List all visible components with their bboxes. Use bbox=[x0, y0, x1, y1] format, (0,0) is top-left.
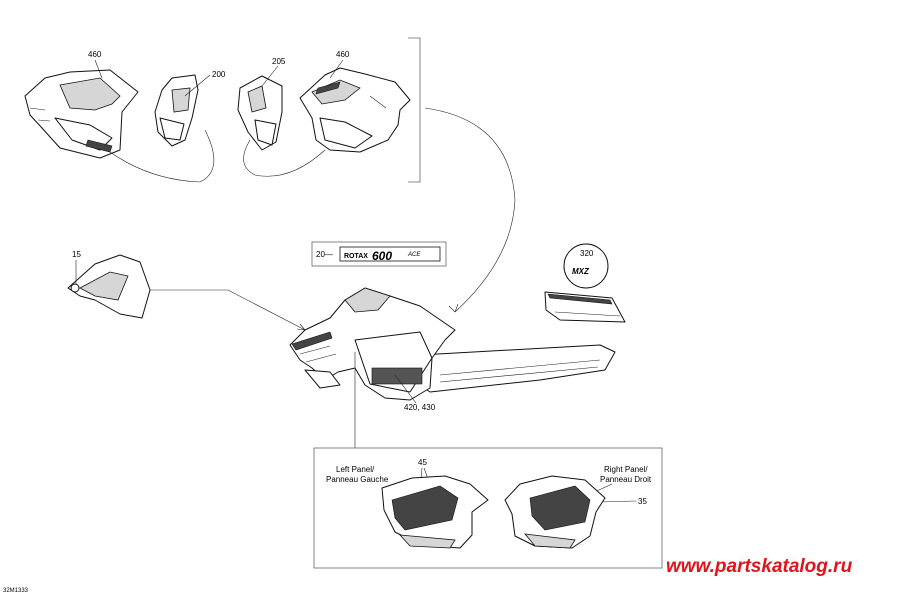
tunnel-section-320 bbox=[544, 291, 626, 323]
callout-45: 45 bbox=[418, 458, 427, 467]
rotax-decal-20: ROTAX 600 ACE bbox=[339, 246, 441, 263]
leader-nose-to-sled bbox=[150, 289, 306, 331]
rotax-decal-number: 600 bbox=[372, 249, 392, 263]
right-panel-35 bbox=[504, 475, 606, 549]
front-nose-15 bbox=[67, 254, 151, 319]
link-curve-right bbox=[243, 139, 326, 177]
upper-panel-200 bbox=[154, 74, 199, 147]
upper-panel-205 bbox=[237, 75, 283, 151]
callout-205: 205 bbox=[272, 57, 286, 66]
rotax-decal-text: ROTAX bbox=[344, 253, 368, 260]
callout-200: 200 bbox=[212, 70, 226, 79]
mxz-decal-text: MXZ bbox=[572, 267, 590, 276]
callout-35: 35 bbox=[638, 497, 647, 506]
left-panel-label-line2: Panneau Gauche bbox=[326, 475, 389, 484]
right-panel-label-line2: Panneau Droit bbox=[600, 475, 652, 484]
callout-320: 320 bbox=[580, 249, 594, 258]
watermark: www.partskatalog.ru bbox=[666, 556, 853, 577]
panels-box bbox=[313, 447, 663, 569]
decal-area-420-430 bbox=[371, 367, 423, 385]
rotax-decal-frame bbox=[311, 241, 447, 267]
callout-420-430: 420, 430 bbox=[404, 403, 436, 412]
link-curve-left bbox=[109, 129, 215, 183]
callout-460-left: 460 bbox=[88, 50, 102, 59]
side-panel-left-460 bbox=[24, 69, 139, 159]
left-panel-label-line1: Left Panel/ bbox=[336, 465, 375, 474]
sled-body bbox=[289, 287, 616, 401]
drawing-code: 32M1333 bbox=[3, 588, 29, 594]
side-panel-right-460 bbox=[299, 67, 411, 153]
rotax-decal-suffix: ACE bbox=[407, 252, 421, 258]
right-panel-label-line1: Right Panel/ bbox=[604, 465, 648, 474]
callout-20: 20— bbox=[316, 250, 333, 259]
top-group-bracket bbox=[408, 37, 421, 183]
mxz-decal-circle bbox=[563, 243, 609, 289]
left-panel-45 bbox=[381, 475, 489, 549]
callout-460-right: 460 bbox=[336, 50, 350, 59]
leader-top-to-sled bbox=[424, 107, 516, 313]
callout-15: 15 bbox=[72, 250, 81, 259]
